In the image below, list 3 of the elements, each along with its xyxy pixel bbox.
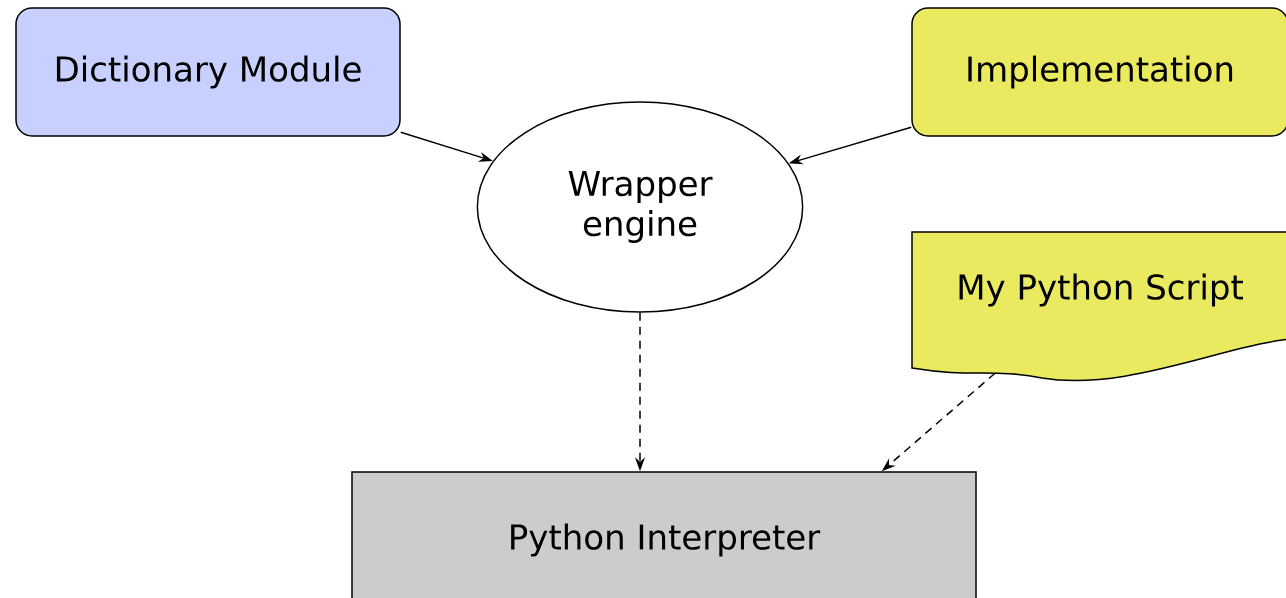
module-box: Implementation (911, 7, 1286, 137)
module-box: Dictionary Module (15, 7, 401, 137)
process-box: Python Interpreter (351, 471, 977, 598)
